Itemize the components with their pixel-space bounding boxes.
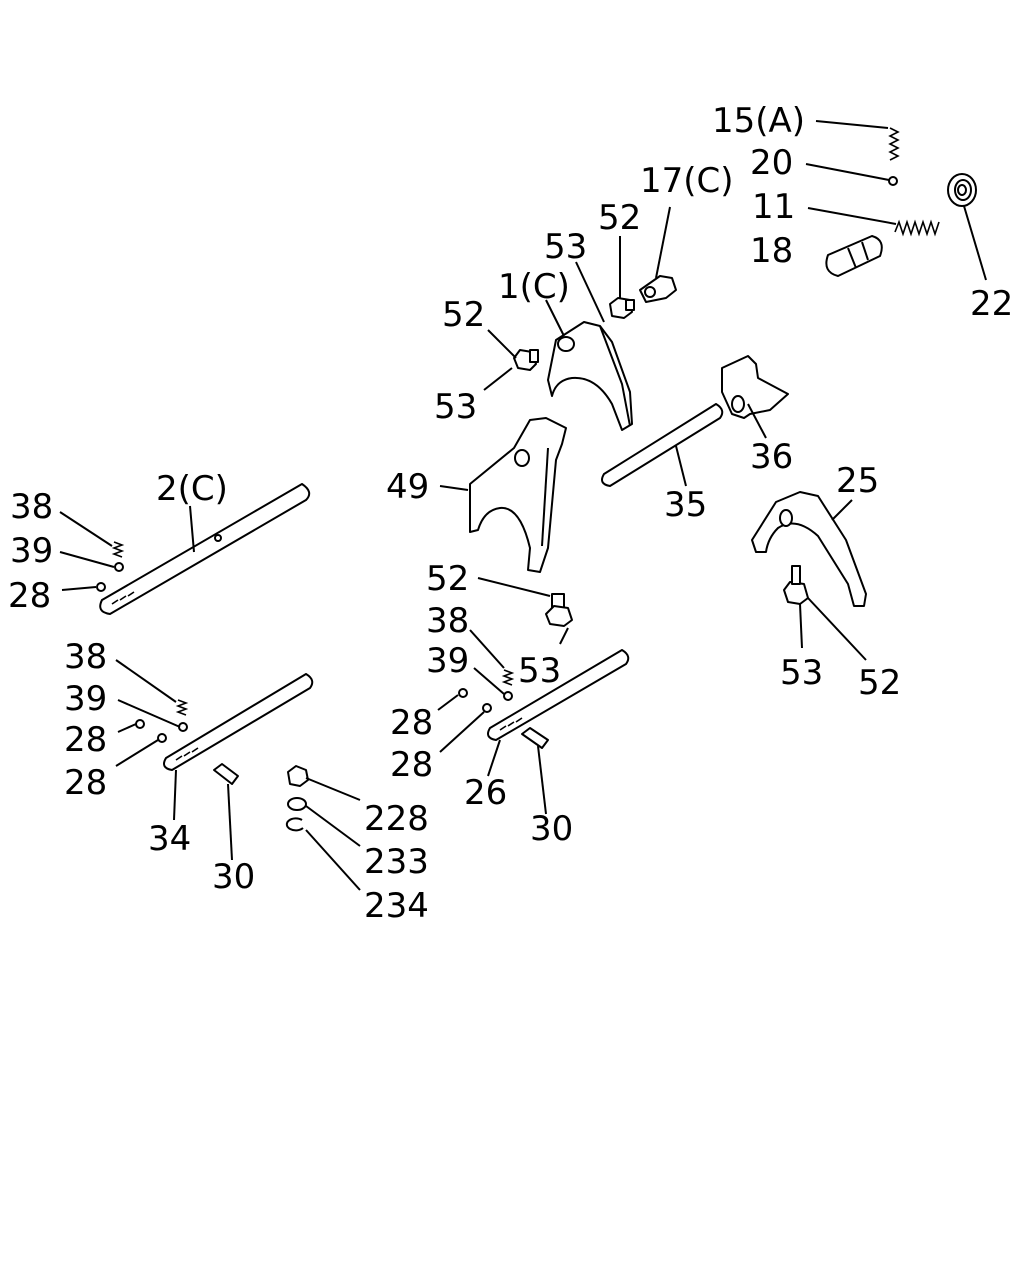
- callout-39-b: 39: [64, 679, 107, 719]
- callout-25: 25: [836, 461, 879, 501]
- part-28-ball-b2: [157, 733, 167, 743]
- leader-lines: [59, 120, 987, 891]
- part-30-pin-left: [213, 763, 239, 785]
- callout-34: 34: [148, 819, 191, 859]
- callout-36: 36: [750, 437, 793, 477]
- part-28-ball-c1: [458, 688, 468, 698]
- part-1c-shift-fork: [547, 321, 633, 431]
- callout-53-top: 53: [544, 227, 587, 267]
- part-52-bolt-left: [513, 349, 539, 371]
- part-2c-shift-shaft: [99, 483, 311, 615]
- callout-26: 26: [464, 773, 507, 813]
- part-49-shift-fork: [469, 417, 567, 573]
- part-30-pin-right: [521, 727, 549, 749]
- part-26-shift-shaft: [487, 649, 630, 741]
- part-28-ball-a: [96, 582, 106, 592]
- callout-52-top: 52: [598, 198, 641, 238]
- callout-30-left: 30: [212, 857, 255, 897]
- part-38-spring-a: [111, 541, 125, 558]
- callout-1c: 1(C): [498, 267, 570, 307]
- part-17c-block: [639, 275, 677, 303]
- callout-228: 228: [364, 799, 429, 839]
- part-38-spring-c: [501, 669, 515, 686]
- part-233-washer: [287, 797, 307, 811]
- callout-234: 234: [364, 886, 429, 926]
- part-38-spring-b: [175, 699, 189, 716]
- callout-52-right: 52: [858, 663, 901, 703]
- part-18-plunger: [825, 235, 883, 277]
- callout-2c: 2(C): [156, 469, 228, 509]
- part-20-ball: [888, 176, 898, 186]
- callout-28-a: 28: [8, 576, 51, 616]
- part-52-bolt-mid: [545, 593, 573, 627]
- callout-22: 22: [970, 284, 1013, 324]
- callout-39-a: 39: [10, 531, 53, 571]
- callout-52-left: 52: [442, 295, 485, 335]
- callout-49: 49: [386, 467, 429, 507]
- part-22-plug: [947, 173, 977, 207]
- part-52-bolt-top: [609, 297, 635, 319]
- part-39-ball-b: [178, 722, 188, 732]
- callout-233: 233: [364, 842, 429, 882]
- callout-28-b1: 28: [64, 720, 107, 760]
- part-234-clip: [285, 817, 304, 832]
- callout-17c: 17(C): [640, 161, 734, 201]
- callout-38-b: 38: [64, 637, 107, 677]
- part-39-ball-c: [503, 691, 513, 701]
- part-36-shift-block: [721, 355, 789, 419]
- callout-35: 35: [664, 485, 707, 525]
- part-25-shift-fork: [751, 491, 867, 607]
- callout-38-c: 38: [426, 601, 469, 641]
- callout-53-mid: 53: [518, 651, 561, 691]
- part-52-bolt-right: [783, 565, 809, 605]
- callout-38-a: 38: [10, 487, 53, 527]
- callout-39-c: 39: [426, 641, 469, 681]
- callout-15a: 15(A): [712, 101, 805, 141]
- callout-53-right: 53: [780, 653, 823, 693]
- part-35-rod: [601, 403, 724, 487]
- callout-52-mid: 52: [426, 559, 469, 599]
- part-11-spring: [894, 219, 940, 237]
- callout-30-right: 30: [530, 809, 573, 849]
- callout-28-c2: 28: [390, 745, 433, 785]
- callout-11: 11: [752, 187, 795, 227]
- callout-20: 20: [750, 143, 793, 183]
- part-228-nut: [287, 765, 309, 787]
- callout-18: 18: [750, 231, 793, 271]
- part-39-ball-a: [114, 562, 124, 572]
- part-34-shift-shaft: [163, 673, 314, 771]
- callout-53-left: 53: [434, 387, 477, 427]
- part-28-ball-c2: [482, 703, 492, 713]
- part-15a-spring: [888, 127, 900, 161]
- part-28-ball-b1: [135, 719, 145, 729]
- callout-28-c1: 28: [390, 703, 433, 743]
- callout-28-b2: 28: [64, 763, 107, 803]
